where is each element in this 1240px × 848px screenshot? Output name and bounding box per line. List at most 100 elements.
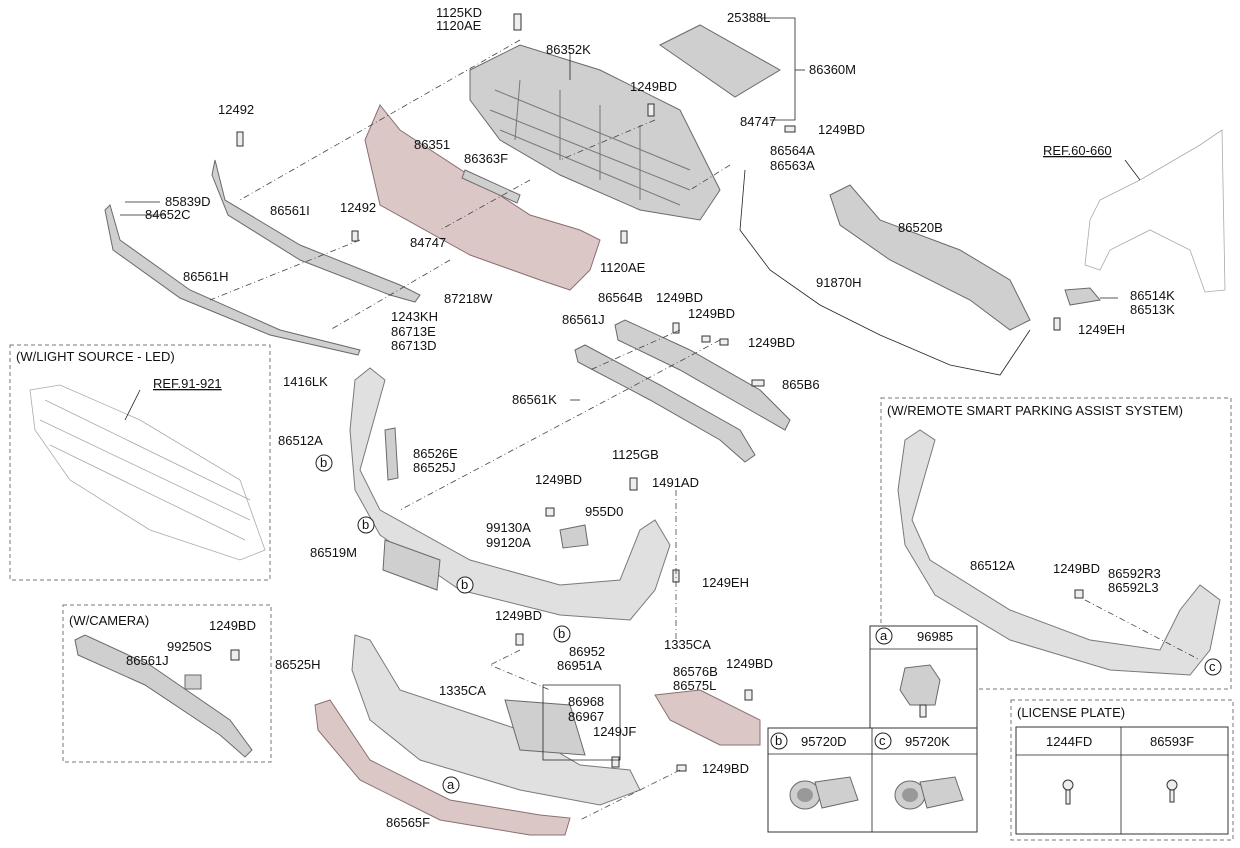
absorber-86520b [829,184,1031,331]
label-86351: 86351 [414,137,450,152]
plate-bracket-86519m [382,539,441,591]
label-1243kh: 1243KH [391,309,438,324]
rspa-label-86592r3: 86592R3 [1108,566,1161,581]
ref-fender-label[interactable]: REF.60-660 [1043,143,1112,158]
callout-b-3: b [461,577,468,592]
label-86525h: 86525H [275,657,321,672]
label-86564a: 86564A [770,143,815,158]
label-1249jf: 1249JF [593,724,636,739]
label-86363f: 86363F [464,151,508,166]
label-25388l: 25388L [727,10,770,25]
rspa-box-title: (W/REMOTE SMART PARKING ASSIST SYSTEM) [887,403,1183,418]
label-86519m: 86519M [310,545,357,560]
label-99130a: 99130A [486,520,531,535]
label-1125kd: 1125KD [436,5,482,20]
led-box-title: (W/LIGHT SOURCE - LED) [16,349,175,364]
label-86967: 86967 [568,709,604,724]
license-plate-box [1010,699,1234,841]
label-1335ca-a: 1335CA [664,637,711,652]
callout-a-table: a [880,628,888,643]
label-86952: 86952 [569,644,605,659]
label-1335ca-b: 1335CA [439,683,486,698]
bumper-cover-86512a [349,367,671,621]
label-1249eh-a: 1249EH [1078,322,1125,337]
label-86968: 86968 [568,694,604,709]
label-86514k: 86514K [1130,288,1175,303]
label-91870h: 91870H [816,275,862,290]
label-1120ae-top: 1120AE [436,18,482,33]
rspa-label-86592l3: 86592L3 [1108,580,1159,595]
sensor-c-drawing [894,776,964,810]
label-86565f: 86565F [386,815,430,830]
label-84652c: 84652C [145,207,191,222]
camera-label-99250s: 99250S [167,639,212,654]
label-86713d: 86713D [391,338,437,353]
led-grille-ghost [29,384,266,561]
sensor-a-part: 96985 [917,629,953,644]
label-84747-a: 84747 [740,114,776,129]
label-86561h: 86561H [183,269,229,284]
label-86525j: 86525J [413,460,456,475]
screw-86593f-drawing [1166,779,1178,803]
label-86520b: 86520B [898,220,943,235]
rspa-bumper-cover [897,429,1221,676]
label-1249bd-g: 1249BD [495,608,542,623]
camera-label-86561j: 86561J [126,653,169,668]
callout-c-table: c [879,733,886,748]
plate-col-1244fd: 1244FD [1046,734,1092,749]
license-plate-table [1015,726,1229,835]
camera-unit [184,674,202,690]
callout-b-4: b [558,626,565,641]
lip-86561h [104,204,361,356]
strip-86363f [461,169,521,204]
skid-plate-86565f [314,699,571,836]
label-1249bd-e: 1249BD [748,335,795,350]
leader-lines [120,17,1141,761]
grille-bar-86561k [574,344,756,463]
rspa-label-1249bd: 1249BD [1053,561,1100,576]
label-86564b: 86564B [598,290,643,305]
label-86951a: 86951A [557,658,602,673]
label-86563a: 86563A [770,158,815,173]
label-1249bd-a: 1249BD [630,79,677,94]
label-1249bd-d: 1249BD [688,306,735,321]
label-86575l: 86575L [673,678,716,693]
label-86713e: 86713E [391,324,436,339]
label-1249eh-b: 1249EH [702,575,749,590]
label-86360m: 86360M [809,62,856,77]
sensor-b-part: 95720D [801,734,847,749]
side-garnish-86576b [654,689,761,746]
insert-86526e [384,427,399,481]
label-86561k: 86561K [512,392,557,407]
screw-1244fd-drawing [1062,779,1074,805]
callout-a-1: a [447,777,455,792]
label-86512a: 86512A [278,433,323,448]
label-1249bd-h: 1249BD [726,656,773,671]
label-86526e: 86526E [413,446,458,461]
label-1249bd-c: 1249BD [656,290,703,305]
callout-b-2: b [362,517,369,532]
label-865b6: 865B6 [782,377,820,392]
label-12492-a: 12492 [218,102,254,117]
label-85839d: 85839D [165,194,211,209]
label-1120ae-mid: 1120AE [600,260,646,275]
rspa-label-86512a: 86512A [970,558,1015,573]
rspa-box [880,397,1232,690]
label-86352k: 86352K [546,42,591,57]
callout-c-1: c [1209,659,1216,674]
camera-grille-bar [74,634,253,758]
led-box [9,344,271,581]
label-84747-b: 84747 [410,235,446,250]
ref-led-label[interactable]: REF.91-921 [153,376,222,391]
sensor-bracket-99130a [559,524,589,549]
garnish-86561i [211,159,421,303]
label-1125gb: 1125GB [612,447,659,462]
label-1491ad: 1491AD [652,475,699,490]
label-1416lk: 1416LK [283,374,328,389]
callout-b-table: b [775,733,782,748]
camera-box-title: (W/CAMERA) [69,613,149,628]
label-955d0: 955D0 [585,504,623,519]
sensor-a-drawing [899,664,941,718]
grille-bar-86561j [614,319,791,431]
